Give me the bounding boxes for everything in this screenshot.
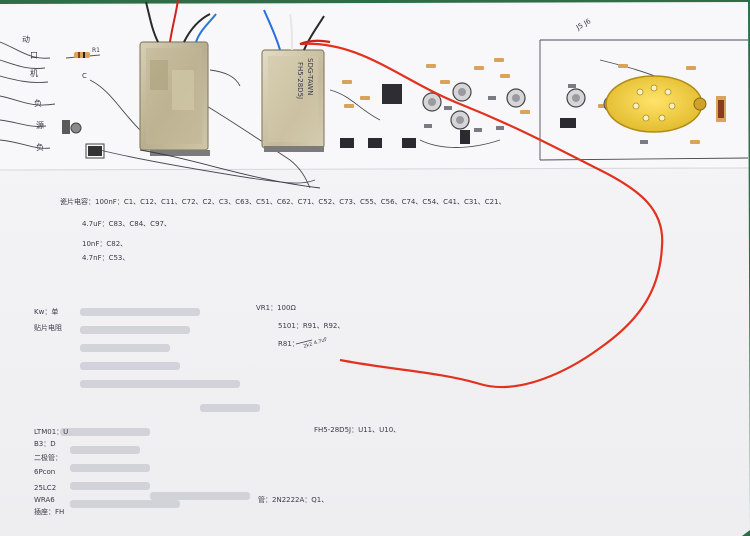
cap-list-4: 4.7nF：C53、 (82, 254, 129, 262)
cap-list-3: 10nF：C82、 (82, 240, 127, 248)
capacitor-notes: 瓷片电容：100nF：C1、C12、C11、C72、C2、C3、C63、C51、… (60, 197, 506, 262)
label-vr: VR1：100Ω (256, 304, 296, 312)
label-diode: 二极管： (34, 453, 62, 462)
cap-list-2: 4.7uF：C83、C84、C97、 (82, 220, 171, 228)
label-socket: 插座：FH (34, 507, 64, 516)
svg-text:机: 机 (30, 68, 38, 78)
label-r81: R81： (278, 340, 299, 348)
label-transistor: 管：2N2222A：Q1、 (258, 495, 328, 504)
red-wire (299, 42, 664, 389)
label-res: 5101：R91、R92、 (278, 322, 344, 330)
gold-transformer (603, 75, 707, 133)
relay-module-1 (139, 41, 210, 156)
relay-module-2 (261, 49, 325, 152)
trimmer-potentiometers (422, 82, 586, 130)
svg-text:口: 口 (30, 51, 38, 60)
label-relay: FH5-28D5J：U11、U10、 (314, 426, 400, 434)
cap-list-1: 瓷片电容：100nF：C1、C12、C11、C72、C2、C3、C63、C51、… (60, 197, 506, 206)
label-left-b: 贴片电阻 (34, 323, 62, 332)
label-r1: R1 (92, 47, 100, 54)
svg-text:负: 负 (34, 98, 42, 108)
label-c25: 25LC2 (34, 484, 56, 492)
resistor-r1 (65, 52, 101, 59)
relay-2-text-b: FH5-28D5J (296, 62, 304, 99)
label-left-a: Kw：单 (34, 307, 58, 316)
label-pcb: 6Pcon (34, 468, 55, 476)
small-components-left (62, 120, 105, 159)
left-handwritten-labels: Kw：单 贴片电阻 LTM01：U B3：D 二极管： 6Pcon 25LC2 … (34, 307, 68, 516)
relay-wires (145, 0, 325, 51)
board-traces (0, 39, 749, 189)
svg-text:源: 源 (36, 121, 44, 130)
label-wr: WRA6 (34, 496, 55, 504)
svg-text:负: 负 (36, 142, 44, 152)
relay-2-text-a: SDG-TAWN (306, 58, 314, 95)
blurred-text-block (60, 308, 260, 508)
right-connector (716, 96, 726, 122)
label-lm: LTM01：U (34, 428, 68, 436)
left-labels-group: 动 口 机 负 源 负 (22, 34, 44, 152)
svg-text:动: 动 (22, 34, 30, 44)
thin-trace (139, 149, 321, 189)
smd-caps (424, 84, 648, 144)
label-b3: B3：D (34, 440, 56, 448)
label-chip: C (82, 72, 87, 80)
ic-chips (340, 84, 576, 148)
